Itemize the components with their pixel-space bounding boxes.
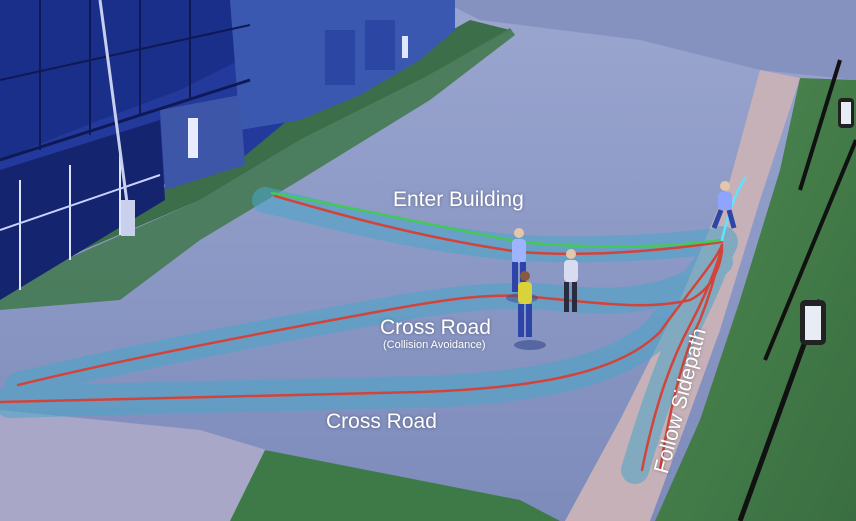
pedestrian-2	[564, 249, 578, 312]
plaza-top	[440, 0, 856, 80]
label-cross-road-avoid: Cross Road	[380, 316, 491, 339]
pedestrian-4	[711, 181, 737, 229]
grass-left-2	[0, 28, 515, 310]
sidewalk-bottom	[0, 410, 300, 521]
trajectory-cross-road	[0, 243, 724, 404]
label-cross-road: Cross Road	[326, 410, 437, 433]
label-enter-building: Enter Building	[393, 188, 524, 211]
pedestrians	[506, 181, 737, 350]
grass-bottom	[230, 450, 560, 521]
grass-right	[655, 78, 856, 521]
pedestrian-3	[514, 271, 546, 350]
trajectory-cross-road-avoid	[16, 248, 724, 387]
street-lamps	[737, 59, 856, 521]
trajectory-follow-sidepath-2	[640, 246, 724, 472]
label-collision-avoidance: (Collision Avoidance)	[383, 339, 486, 351]
building	[0, 0, 455, 300]
trajectory-follow-sidepath-1	[658, 243, 724, 472]
